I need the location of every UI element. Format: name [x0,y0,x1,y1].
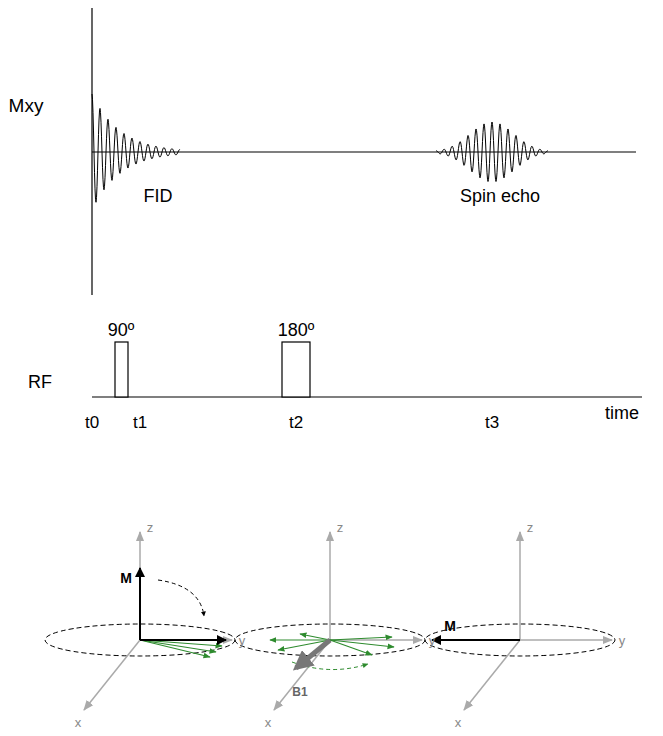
rf-pulse-180 [282,342,310,397]
flip-angle: 180º [278,321,315,339]
time-point: t0 [85,414,99,431]
vector-diagram-3 [425,532,615,710]
axis-label: y [619,634,626,647]
vector-label: M [444,619,456,633]
echo-wave [436,122,548,182]
axis-label: z [337,521,344,534]
axis-label: x [455,716,462,729]
axis-label: y [239,634,246,647]
axis-label: z [527,521,534,534]
axis-label: time [605,404,639,422]
time-point: t1 [133,414,147,431]
time-point: t3 [485,414,499,431]
rf-pulse-90 [115,342,128,397]
signal-label: FID [144,187,173,205]
rf-baseline [92,396,642,397]
signal-label: Spin echo [460,187,540,205]
axis-label: x [265,716,272,729]
time-point: t2 [289,414,303,431]
vector-diagram-1 [45,532,235,710]
vector-label: M [120,571,132,585]
axis-label: x [75,716,82,729]
vector-diagram-2 [235,532,425,710]
axis-label: RF [28,373,52,391]
vector-label: B1 [292,686,307,698]
axis-label: Mxy [9,96,44,115]
axis-label: y [429,634,436,647]
flip-angle: 90º [108,321,135,339]
axis-label: z [147,521,154,534]
